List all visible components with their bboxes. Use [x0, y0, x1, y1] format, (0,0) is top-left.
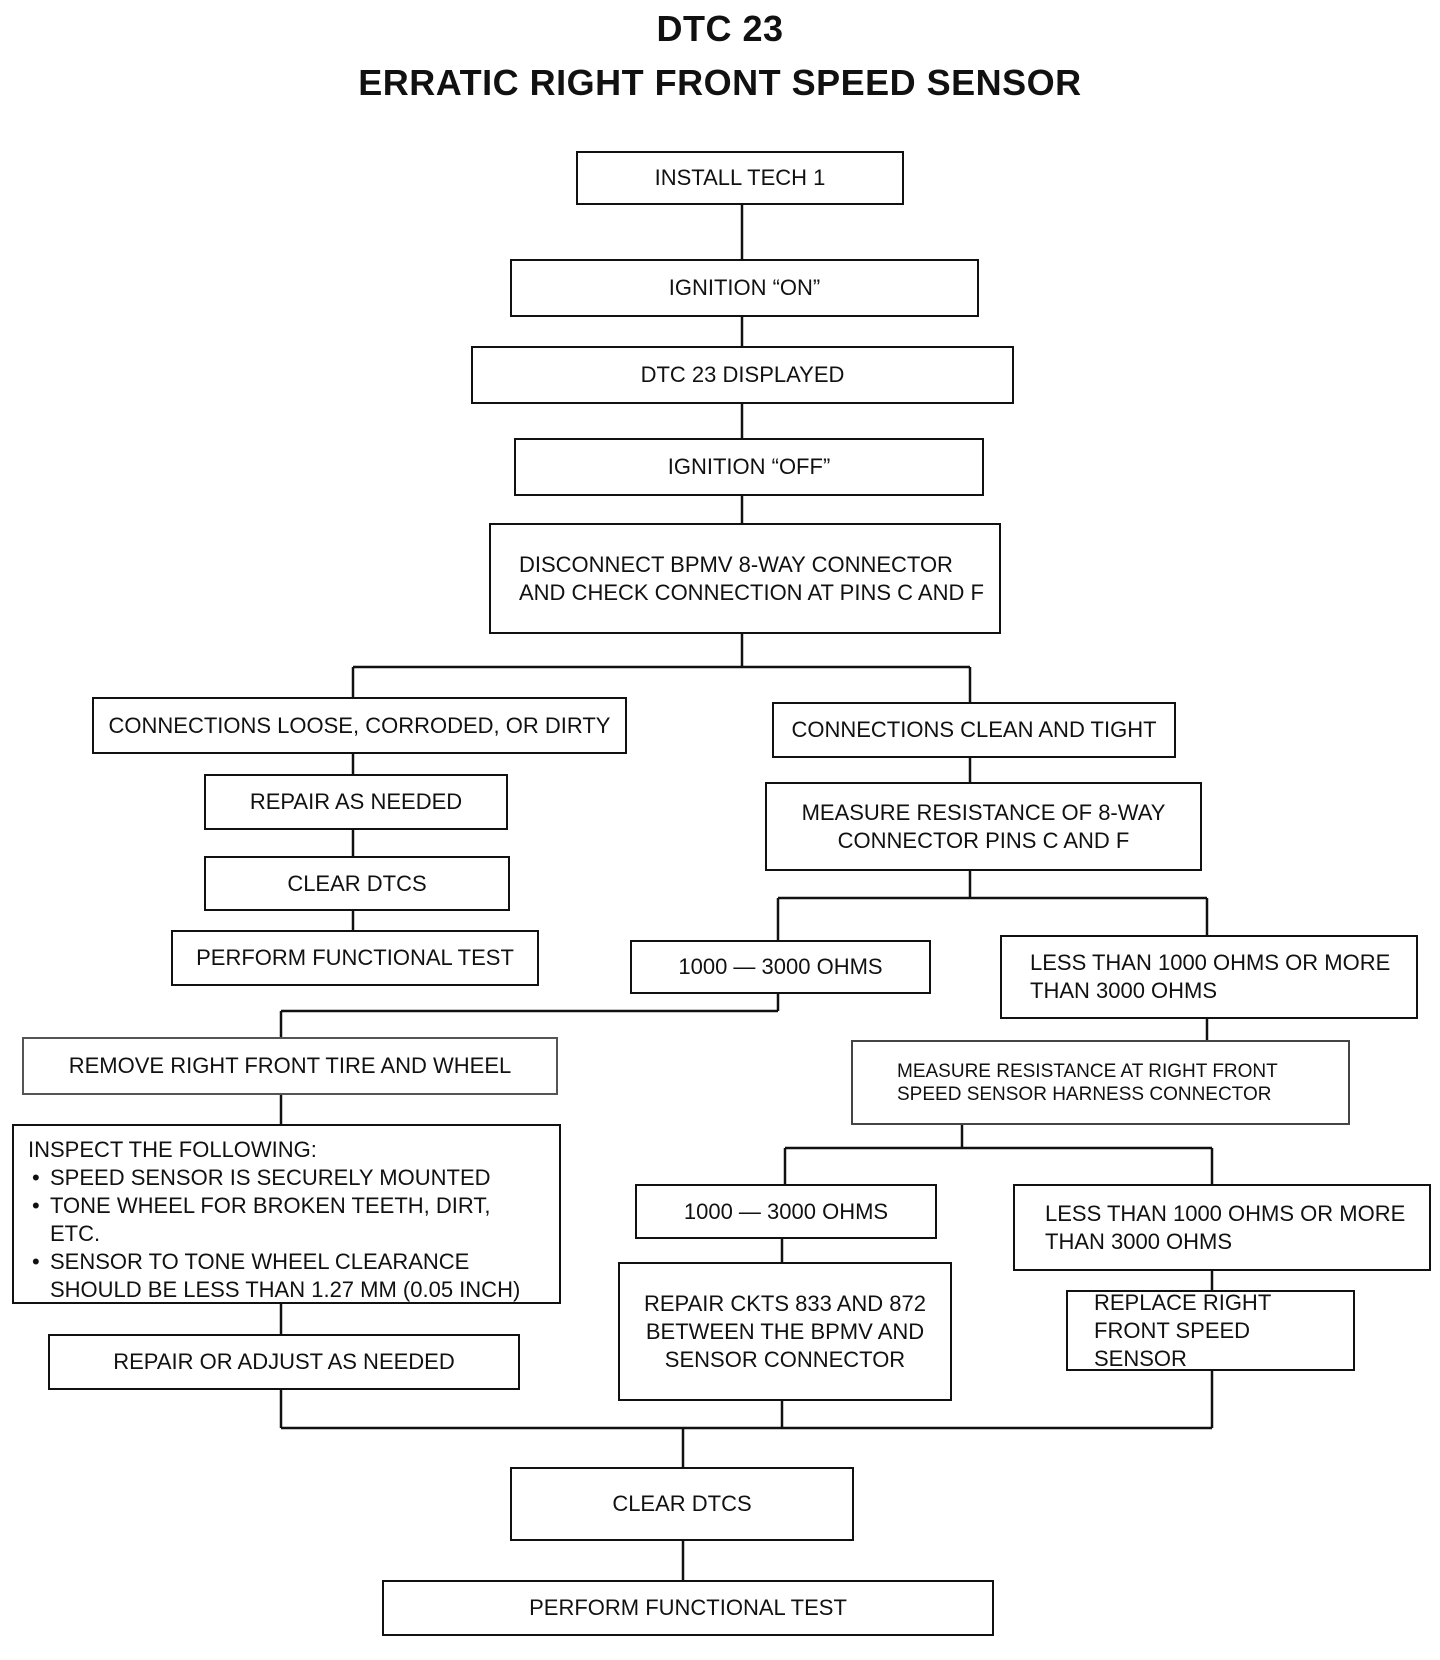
result-connections-clean: CONNECTIONS CLEAN AND TIGHT — [772, 702, 1176, 758]
diagram-subtitle: ERRATIC RIGHT FRONT SPEED SENSOR — [358, 62, 1082, 103]
step-clear-dtcs-left: CLEAR DTCS — [204, 856, 510, 911]
step-measure-harness: MEASURE RESISTANCE AT RIGHT FRONT SPEED … — [851, 1040, 1350, 1125]
result-ohms-bad-2: LESS THAN 1000 OHMS OR MORE THAN 3000 OH… — [1013, 1184, 1431, 1271]
step-install-tech1: INSTALL TECH 1 — [576, 151, 904, 205]
result-ohms-bad-1: LESS THAN 1000 OHMS OR MORE THAN 3000 OH… — [1000, 935, 1418, 1019]
step-inspect-list: INSPECT THE FOLLOWING: SPEED SENSOR IS S… — [12, 1124, 561, 1304]
step-ignition-on: IGNITION “ON” — [510, 259, 979, 317]
result-connections-loose: CONNECTIONS LOOSE, CORRODED, OR DIRTY — [92, 697, 627, 754]
inspect-item: TONE WHEEL FOR BROKEN TEETH, DIRT, ETC. — [28, 1192, 545, 1248]
step-ignition-off: IGNITION “OFF” — [514, 438, 984, 496]
result-ohms-ok-1: 1000 — 3000 OHMS — [630, 940, 931, 994]
inspect-item: SPEED SENSOR IS SECURELY MOUNTED — [28, 1164, 545, 1192]
step-repair-as-needed: REPAIR AS NEEDED — [204, 774, 508, 830]
step-disconnect-bpmv: DISCONNECT BPMV 8-WAY CONNECTOR AND CHEC… — [489, 523, 1001, 634]
step-measure-8way: MEASURE RESISTANCE OF 8-WAY CONNECTOR PI… — [765, 782, 1202, 871]
step-remove-tire: REMOVE RIGHT FRONT TIRE AND WHEEL — [22, 1037, 558, 1095]
inspect-item: SENSOR TO TONE WHEEL CLEARANCE SHOULD BE… — [28, 1248, 545, 1304]
step-dtc-displayed: DTC 23 DISPLAYED — [471, 346, 1014, 404]
step-repair-ckts: REPAIR CKTS 833 AND 872 BETWEEN THE BPMV… — [618, 1262, 952, 1401]
step-functional-test-final: PERFORM FUNCTIONAL TEST — [382, 1580, 994, 1636]
inspect-heading: INSPECT THE FOLLOWING: — [28, 1137, 317, 1162]
step-functional-test-left: PERFORM FUNCTIONAL TEST — [171, 930, 539, 986]
step-clear-dtcs-final: CLEAR DTCS — [510, 1467, 854, 1541]
result-ohms-ok-2: 1000 — 3000 OHMS — [635, 1184, 937, 1239]
step-repair-adjust: REPAIR OR ADJUST AS NEEDED — [48, 1334, 520, 1390]
step-replace-sensor: REPLACE RIGHT FRONT SPEED SENSOR — [1066, 1290, 1355, 1371]
diagram-title: DTC 23 — [656, 8, 784, 49]
